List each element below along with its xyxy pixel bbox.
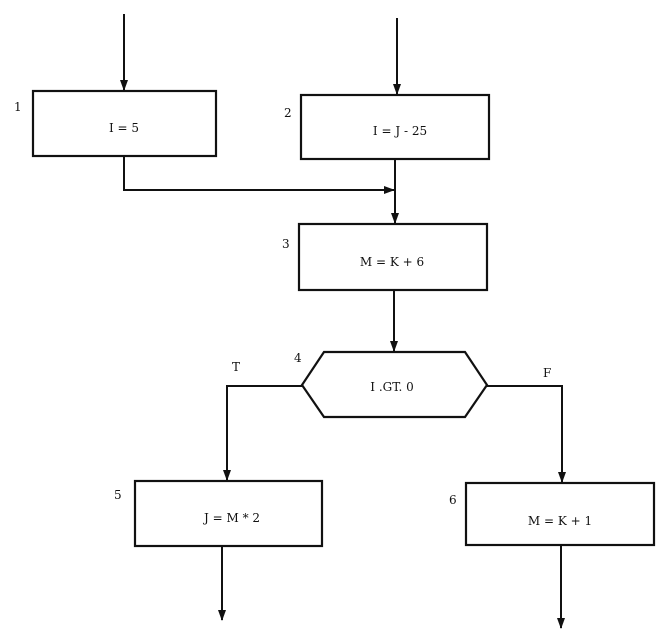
- arrowhead: [384, 186, 395, 194]
- node-number: 1: [14, 100, 22, 114]
- process-box-2: 2 I = J - 25: [284, 93, 491, 161]
- connectors: [120, 14, 566, 629]
- node-text: I = J - 25: [373, 124, 427, 138]
- process-box-3: 3 M = K + 6: [282, 222, 489, 292]
- process-box-5: 5 J = M * 2: [114, 479, 324, 548]
- node-number: 3: [282, 237, 290, 251]
- arrowhead: [391, 213, 399, 224]
- arrowhead: [558, 472, 566, 483]
- arrowhead: [218, 610, 226, 621]
- connector-1-to-3: [123, 156, 394, 191]
- connector-false-branch: [487, 385, 563, 482]
- node-text: M = K + 6: [360, 255, 424, 269]
- node-text: M = K + 1: [528, 514, 592, 528]
- process-box-1: 1 I = 5: [14, 89, 218, 158]
- arrowhead: [390, 341, 398, 352]
- node-number: 6: [449, 493, 457, 507]
- node-text: I .GT. 0: [370, 380, 413, 394]
- false-label: F: [543, 366, 551, 380]
- decision-hexagon-4: 4 I .GT. 0 T F: [232, 350, 551, 419]
- true-label: T: [232, 360, 240, 374]
- node-number: 2: [284, 106, 292, 120]
- node-text: J = M * 2: [202, 511, 260, 525]
- arrowhead: [557, 618, 565, 629]
- node-number: 4: [294, 351, 302, 365]
- node-number: 5: [114, 488, 122, 502]
- arrowhead: [120, 80, 128, 91]
- connector-true-branch: [226, 385, 302, 480]
- arrowhead: [223, 470, 231, 481]
- node-text: I = 5: [109, 121, 139, 135]
- arrowhead: [393, 84, 401, 95]
- process-box-6: 6 M = K + 1: [449, 481, 656, 547]
